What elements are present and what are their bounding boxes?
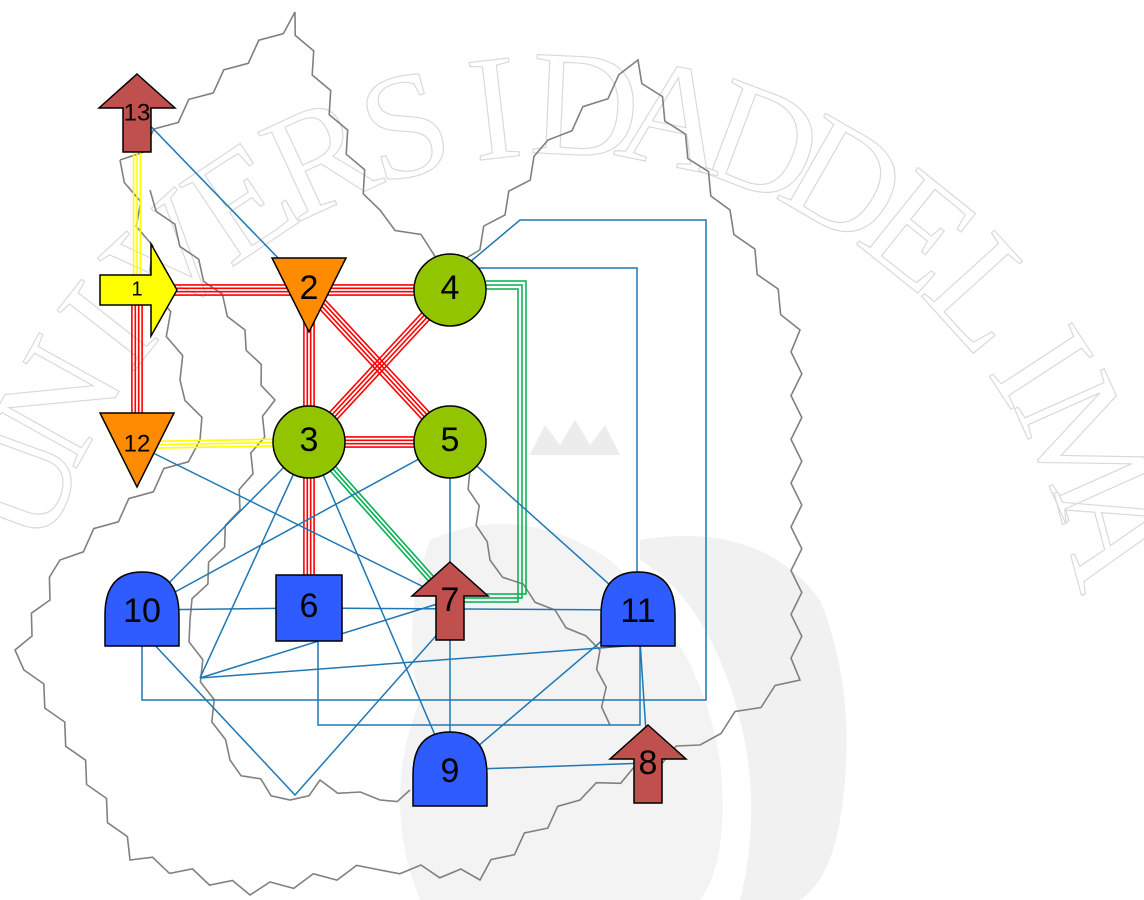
node-label: 6: [300, 587, 319, 625]
node-2: [270, 257, 348, 334]
edge-line: [449, 441, 639, 611]
edge-line: [452, 288, 519, 603]
node-label: 5: [441, 421, 460, 459]
node-label: 7: [441, 581, 460, 619]
watermark-letter: I: [460, 23, 529, 194]
node-label: 8: [639, 744, 658, 782]
node-label: 12: [124, 430, 151, 457]
crown-icon: [530, 420, 620, 455]
node-label: 13: [124, 99, 151, 126]
node-13: [97, 72, 177, 153]
node-label: 4: [441, 269, 460, 307]
edge-line: [452, 280, 527, 595]
node-1: [99, 241, 178, 339]
node-label: 9: [441, 752, 460, 790]
node-3: [272, 405, 346, 479]
node-label: 1: [131, 278, 142, 300]
boundary-outline: [14, 11, 803, 896]
node-5: [413, 405, 487, 479]
node-12: [98, 412, 176, 489]
boundary-inner: [149, 189, 411, 803]
edge-line: [149, 619, 451, 797]
node-10: [104, 571, 180, 647]
node-label: 3: [300, 421, 319, 459]
edge-line: [452, 284, 523, 599]
node-8: [608, 723, 688, 804]
node-6: [275, 574, 343, 642]
node-4: [413, 253, 487, 327]
edge-line: [308, 607, 639, 611]
watermark-letter: D: [527, 20, 642, 191]
node-9: [412, 731, 488, 807]
edge-line: [141, 441, 451, 611]
edge-line: [136, 444, 451, 601]
node-label: 10: [123, 592, 161, 630]
node-11: [600, 571, 676, 647]
node-7: [410, 560, 490, 641]
edge-line: [475, 267, 638, 590]
node-label: 11: [620, 592, 655, 630]
boundary-inner: [467, 469, 611, 726]
edge-line: [317, 640, 641, 726]
region-boundary: [14, 11, 803, 896]
lion-silhouette-icon: [640, 536, 847, 900]
edge-line: [199, 459, 301, 679]
node-label: 2: [300, 269, 319, 307]
edge-line: [308, 441, 451, 771]
edge-line: [141, 219, 707, 701]
